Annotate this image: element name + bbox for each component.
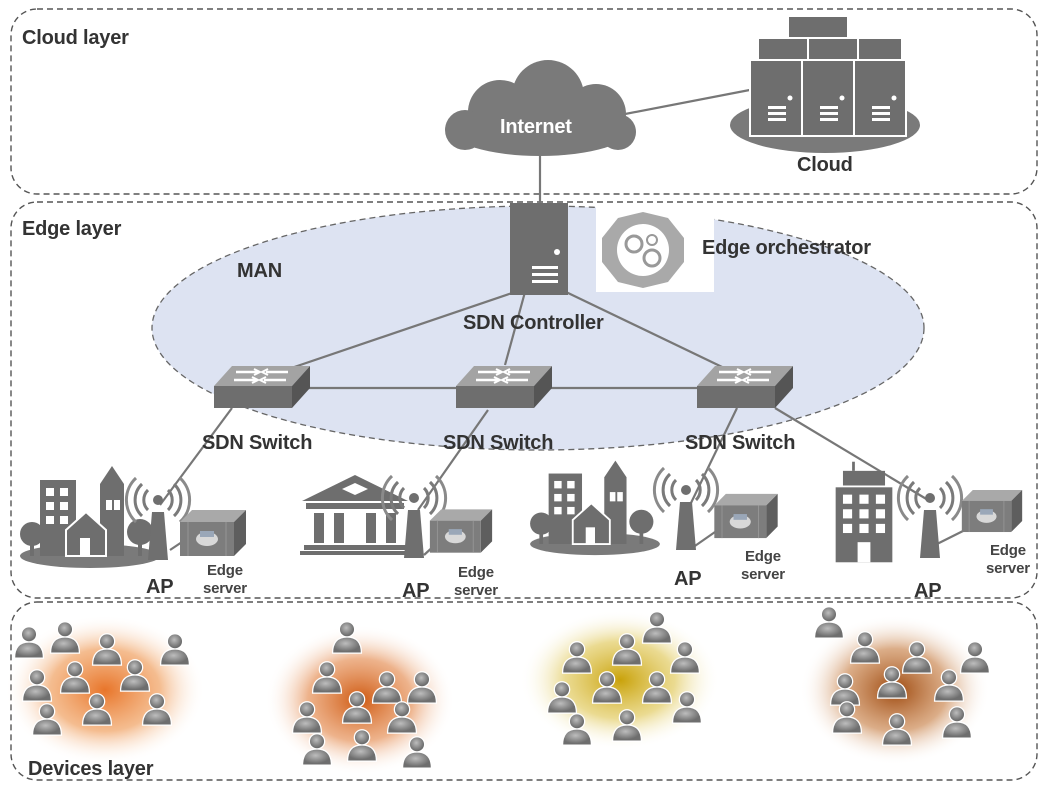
- server-rack-icon: [730, 15, 920, 153]
- internet-label: Internet: [500, 116, 572, 138]
- server-icon: [510, 203, 568, 295]
- edge-server-label: Edge server: [741, 548, 785, 583]
- device-crowd-2: [265, 621, 455, 775]
- ap-label: AP: [914, 580, 942, 602]
- cloud-layer-label: Cloud layer: [22, 27, 129, 49]
- city-icon: [529, 459, 661, 557]
- sdn-switch-label: SDN Switch: [202, 432, 313, 454]
- edge-server-label: Edge server: [986, 542, 1030, 577]
- cloud-icon: [445, 60, 636, 156]
- sdn-switch-label: SDN Switch: [685, 432, 796, 454]
- city-icon: [19, 465, 161, 569]
- device-crowd-4: [800, 606, 991, 765]
- switch-icon: [212, 364, 312, 410]
- sdn-controller-label: SDN Controller: [463, 312, 604, 334]
- sdn-switch-label: SDN Switch: [443, 432, 554, 454]
- device-crowd-3: [520, 610, 720, 750]
- edge-server-label: Edge server: [203, 562, 247, 597]
- antenna-icon: [896, 474, 964, 560]
- switch-icon: [695, 364, 795, 410]
- switch-icon: [454, 364, 554, 410]
- cloud-layer-box: [10, 8, 1038, 195]
- ap-label: AP: [146, 576, 174, 598]
- kubernetes-icon: [596, 206, 714, 292]
- cloud-label: Cloud: [797, 154, 853, 176]
- edge-server-icon: [179, 509, 247, 557]
- edge-layer-label: Edge layer: [22, 218, 122, 240]
- edge-orchestrator-label: Edge orchestrator: [702, 237, 871, 259]
- edge-server-icon: [429, 508, 493, 554]
- edge-server-icon: [713, 493, 779, 539]
- connection-lines: [159, 86, 966, 556]
- edge-layer-box: [10, 201, 1038, 599]
- ap-label: AP: [402, 580, 430, 602]
- edge-server-icon: [961, 489, 1023, 533]
- device-crowd-1: [5, 615, 205, 765]
- office-building-icon: [835, 461, 893, 563]
- man-label: MAN: [237, 260, 282, 282]
- devices-layer-label: Devices layer: [28, 758, 154, 780]
- ap-label: AP: [674, 568, 702, 590]
- edge-server-label: Edge server: [454, 564, 498, 599]
